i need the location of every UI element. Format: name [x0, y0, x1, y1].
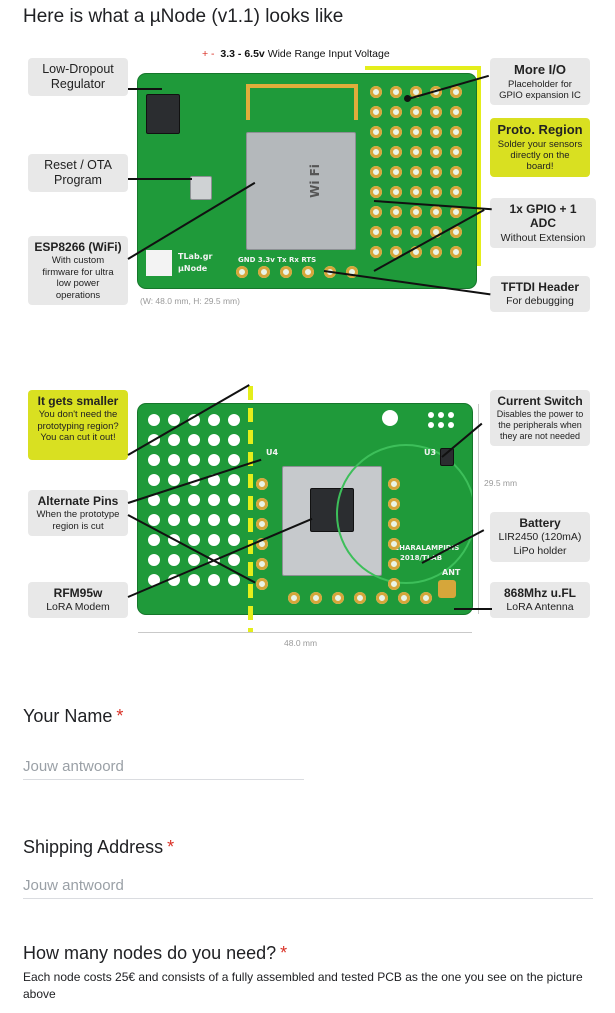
silk-brand: CHARALAMPIDIS: [394, 544, 460, 552]
unode-bottom-view: U4 U3 CHARALAMPIDIS 2018/TLAB ANT 48.0 m…: [22, 384, 598, 656]
leader-ufl: [454, 608, 492, 610]
ufl-connector: [438, 580, 456, 598]
battery-holder-outline: [336, 444, 472, 584]
height-dim: 29.5 mm: [484, 478, 518, 488]
question-nodes-help: Each node costs 25€ and consists of a fu…: [23, 970, 583, 1002]
callout-switch: Current Switch Disables the power to the…: [490, 390, 590, 446]
silk-year: 2018/TLAB: [400, 554, 443, 562]
silk-u3: U3: [424, 448, 437, 457]
alternate-pins: [256, 478, 268, 590]
proto-highlight-side: [477, 66, 481, 266]
leader-reset: [128, 178, 192, 180]
tlab-logo: [146, 250, 172, 276]
name-input[interactable]: Jouw antwoord: [23, 758, 124, 775]
image-title: Here is what a µNode (v1.1) looks like: [23, 6, 344, 27]
name-input-underline[interactable]: [23, 779, 304, 780]
width-dim-line: [138, 632, 472, 633]
mounting-hole: [382, 410, 398, 426]
leader-ldo: [128, 88, 162, 90]
address-input-underline[interactable]: [23, 898, 593, 899]
polarity-mark: + -: [202, 48, 215, 60]
proto-holes-bottom: [148, 414, 240, 586]
question-name-title: Your Name*: [23, 706, 124, 726]
address-input[interactable]: Jouw antwoord: [23, 877, 124, 894]
dimensions-label: (W: 48.0 mm, H: 29.5 mm): [140, 296, 240, 306]
callout-gpio: 1x GPIO + 1 ADC Without Extension: [490, 198, 596, 249]
esp-module: [246, 132, 356, 250]
proto-highlight: [365, 66, 481, 70]
callout-ftdi: TFTDI Header For debugging: [490, 276, 590, 312]
callout-battery: Battery LIR2450 (120mA) LiPo holder: [490, 512, 590, 562]
pcb-top: Wi Fi GND 3.3v Tx Rx RTS TLab.gr µNode: [138, 74, 476, 288]
module-pins-right: [388, 478, 400, 590]
unode-top-view: + - 3.3 - 6.5v Wide Range Input Voltage …: [22, 44, 598, 330]
question-address-title: Shipping Address*: [23, 837, 175, 857]
voltage-value: 3.3 - 6.5v: [220, 48, 265, 60]
callout-ufl: 868Mhz u.FL LoRA Antenna: [490, 582, 590, 618]
callout-ldo: Low-Dropout Regulator: [28, 58, 128, 96]
silk-name: µNode: [178, 264, 208, 273]
voltage-desc: Wide Range Input Voltage: [267, 48, 390, 60]
callout-moreio: More I/O Placeholder for GPIO expansion …: [490, 58, 590, 106]
silk-pins: GND 3.3v Tx Rx RTS: [238, 256, 317, 264]
callout-altpins: Alternate Pins When the prototype region…: [28, 490, 128, 537]
silk-vendor: TLab.gr: [178, 252, 213, 261]
pcb-bottom: U4 U3 CHARALAMPIDIS 2018/TLAB ANT: [138, 404, 472, 614]
ldo-chip: [146, 94, 180, 134]
callout-smaller: It gets smaller You don't need the proto…: [28, 390, 128, 460]
bottom-header: [288, 592, 432, 604]
callout-esp: ESP8266 (WiFi) With custom firmware for …: [28, 236, 128, 305]
callout-proto: Proto. Region Solder your sensors direct…: [490, 118, 590, 177]
small-holes: [428, 412, 454, 428]
height-dim-line: [478, 404, 479, 614]
reset-switch: [190, 176, 212, 200]
callout-rfm: RFM95w LoRA Modem: [28, 582, 128, 618]
width-dim: 48.0 mm: [284, 638, 318, 648]
silk-ant: ANT: [442, 568, 461, 577]
esp-wifi-logo: Wi Fi: [307, 164, 322, 198]
required-mark: *: [167, 837, 175, 857]
voltage-label: + - 3.3 - 6.5v Wide Range Input Voltage: [202, 48, 390, 60]
cut-line: [248, 386, 253, 632]
question-nodes-title: How many nodes do you need?*: [23, 943, 288, 963]
wifi-antenna: [246, 84, 358, 120]
silk-u4: U4: [266, 448, 279, 457]
required-mark: *: [116, 706, 124, 726]
current-switch: [440, 448, 454, 466]
required-mark: *: [280, 943, 288, 963]
callout-reset: Reset / OTA Program: [28, 154, 128, 192]
proto-holes: [370, 86, 462, 258]
